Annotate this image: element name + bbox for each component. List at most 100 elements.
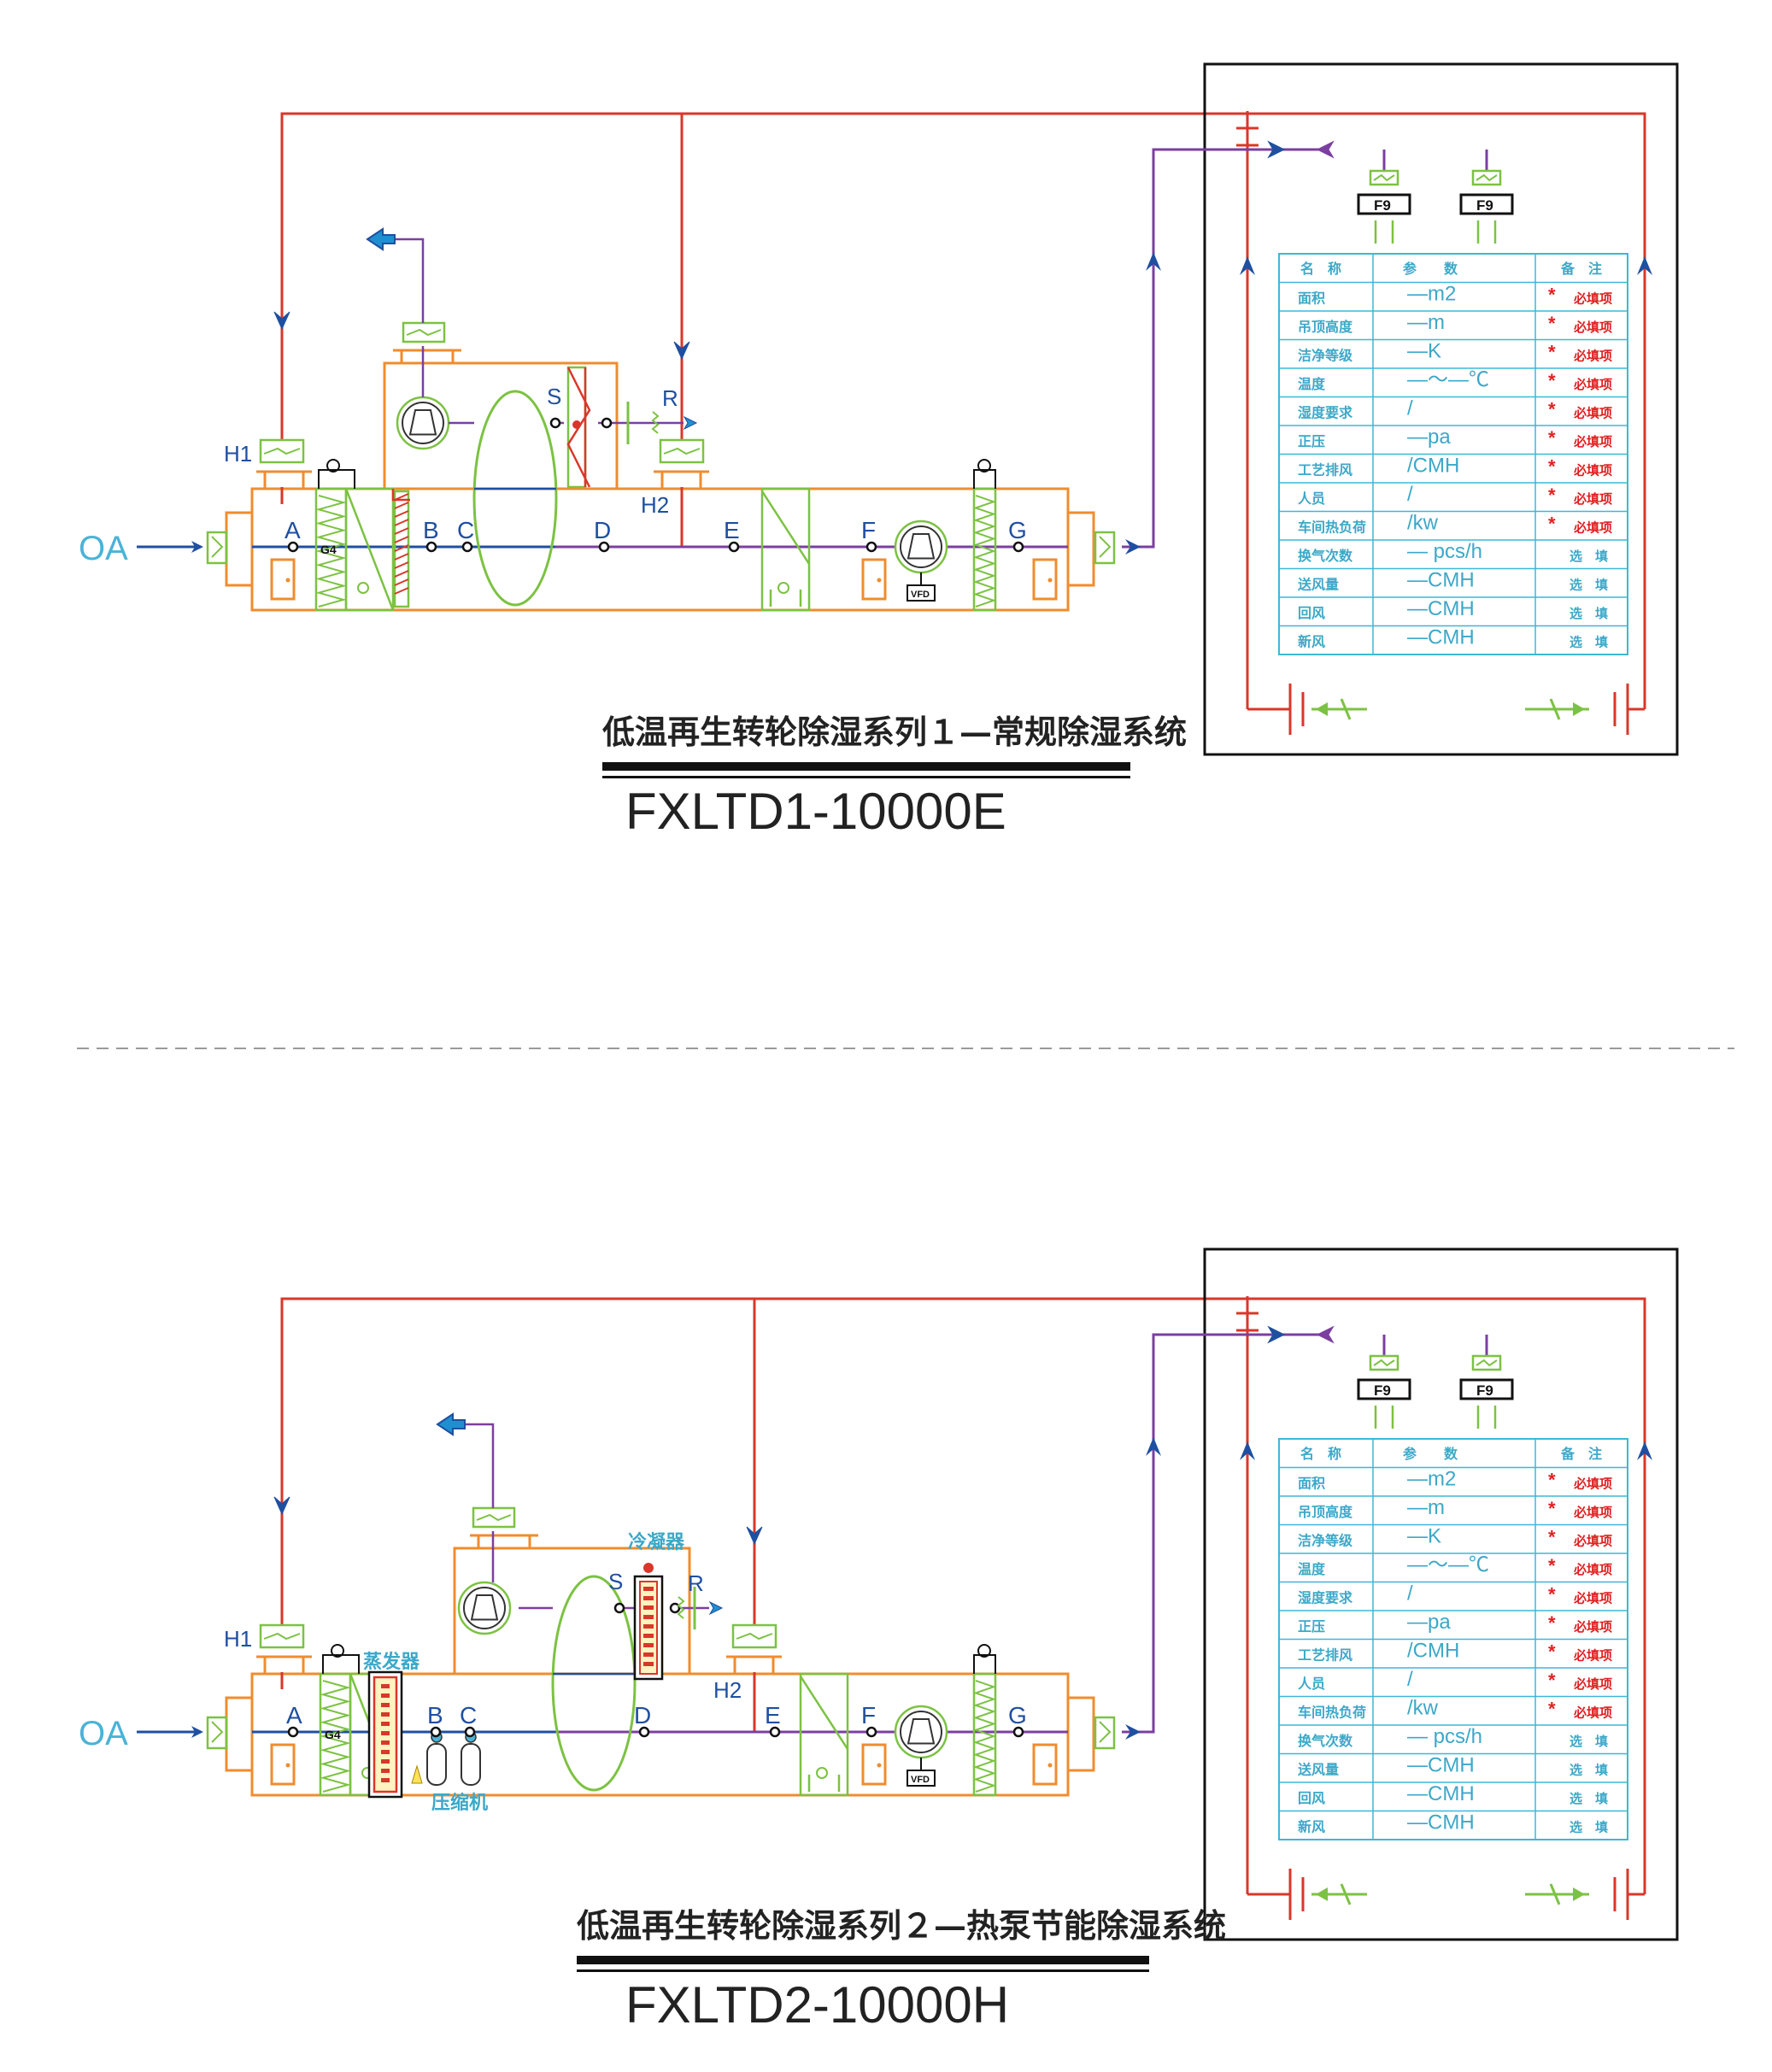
table-cell-note: 必填项 (1573, 463, 1612, 478)
damper-frame (1471, 1354, 1502, 1371)
up-arrow-icon (1146, 1437, 1161, 1456)
coil-zigzag (972, 495, 997, 608)
table-cell-note: 选 填 (1570, 1734, 1608, 1749)
title-rule-thick (577, 1956, 1149, 1964)
evaporator-fin (381, 1712, 390, 1717)
condenser-fin (643, 1605, 654, 1610)
sensor-node (769, 1726, 781, 1738)
damper-blade (263, 447, 301, 455)
table-cell-value: /kw (1407, 1697, 1439, 1720)
table-cell-value: —CMH (1407, 1782, 1475, 1805)
table-cell-note: 必填项 (1573, 377, 1612, 392)
right-arrow-icon (1573, 1887, 1585, 1901)
access-door-icon (270, 1743, 296, 1786)
table-cell-name: 工艺排风 (1298, 1647, 1352, 1664)
coil-legs (807, 1775, 841, 1792)
heater-hatch (394, 527, 409, 535)
heater-hatch (394, 544, 409, 552)
table-cell-name: 面积 (1298, 291, 1325, 307)
table-header: 名 称 (1300, 261, 1341, 277)
terminal-airflow (1374, 1406, 1394, 1429)
right-arrow-icon (1573, 702, 1585, 716)
regen-coil-icon (677, 1596, 685, 1619)
final-filter (972, 1672, 997, 1797)
oa-label: OA (79, 530, 128, 567)
terminal-airflow (1476, 220, 1497, 244)
damper-frame (259, 438, 305, 464)
fan-icon (457, 1581, 512, 1635)
oa-damper-icon (206, 531, 228, 565)
table-cell-note: 选 填 (1570, 606, 1608, 621)
access-door-icon (270, 558, 296, 601)
fan-housing (457, 1581, 512, 1635)
fan-impeller (900, 525, 942, 568)
heater-coil (393, 490, 410, 608)
exhaust-stand (393, 349, 461, 363)
sensor-node (865, 1726, 877, 1738)
vfd-label: VFD (911, 590, 930, 600)
damper-icon (659, 438, 705, 464)
table-cell-value: /CMH (1407, 1640, 1459, 1663)
damper-icon (1471, 169, 1502, 186)
access-door-icon (861, 1743, 887, 1786)
table-cell-value: —m2 (1407, 283, 1456, 306)
damper-blade (736, 1632, 773, 1641)
evaporator-fin (381, 1778, 390, 1782)
condenser-fin (643, 1587, 654, 1591)
warning-icon (411, 1764, 423, 1784)
heater-hatch (394, 587, 409, 595)
fan-housing (894, 1705, 948, 1759)
sensor-node (461, 541, 473, 553)
heater-terminal (572, 420, 581, 429)
down-arrow-icon (746, 1526, 763, 1546)
desiccant-wheel (472, 390, 558, 607)
door-handle (285, 1763, 290, 1768)
exhaust-arrow-icon (366, 227, 396, 251)
damper-frame (731, 1623, 777, 1649)
damper-icon (1471, 1354, 1502, 1371)
pressure-gauge-icon (977, 1644, 991, 1658)
table-header: 参 数 (1403, 1446, 1458, 1462)
right-arrow-icon (1125, 1724, 1141, 1740)
sensor-node (549, 417, 561, 429)
damper-blade (406, 328, 442, 337)
table-cell-name: 正压 (1298, 1618, 1325, 1635)
fan-impeller (402, 402, 444, 444)
return-air-duct (280, 1297, 1646, 1894)
h1-stand (256, 470, 312, 489)
point-s-label: S (608, 1569, 623, 1594)
evaporator-fin (381, 1759, 390, 1764)
table-cell-value: / (1407, 483, 1413, 506)
required-mark: * (1548, 399, 1556, 420)
table-cell-note: 必填项 (1573, 291, 1612, 307)
table-cell-value: / (1407, 1668, 1413, 1691)
right-arrow-icon (191, 541, 203, 553)
table-cell-value: /kw (1407, 512, 1439, 535)
fan-icon (396, 396, 450, 450)
title-rule-thin (577, 1969, 1149, 1972)
door-handle (1047, 578, 1053, 583)
damper-icon (472, 1506, 516, 1529)
up-arrow-icon (1637, 256, 1652, 275)
coil-diagonal (344, 488, 395, 611)
evaporator-fin (381, 1769, 390, 1773)
drain-icon (357, 582, 369, 594)
evaporator-fin (381, 1740, 390, 1745)
table-cell-name: 湿度要求 (1297, 1590, 1353, 1606)
terminal-airflow (1476, 1406, 1497, 1429)
model-number: FXLTD2-10000H (625, 1976, 1009, 2034)
flow-tick (1340, 1883, 1561, 1905)
table-cell-name: 吊顶高度 (1298, 1504, 1353, 1520)
oa-damper-icon (206, 1716, 228, 1750)
down-arrow-icon (273, 1496, 290, 1516)
sensor-node (669, 1602, 681, 1614)
cooling-coil-2 (760, 487, 811, 612)
regen-coil-icon (651, 411, 660, 434)
required-mark: * (1548, 313, 1556, 334)
required-mark: * (1548, 456, 1556, 478)
point-label: B (427, 1702, 443, 1729)
compressor-icon (461, 1731, 481, 1786)
right-arrow-icon (191, 1726, 203, 1738)
fan-blade (408, 409, 437, 436)
door-handle (877, 1763, 882, 1768)
